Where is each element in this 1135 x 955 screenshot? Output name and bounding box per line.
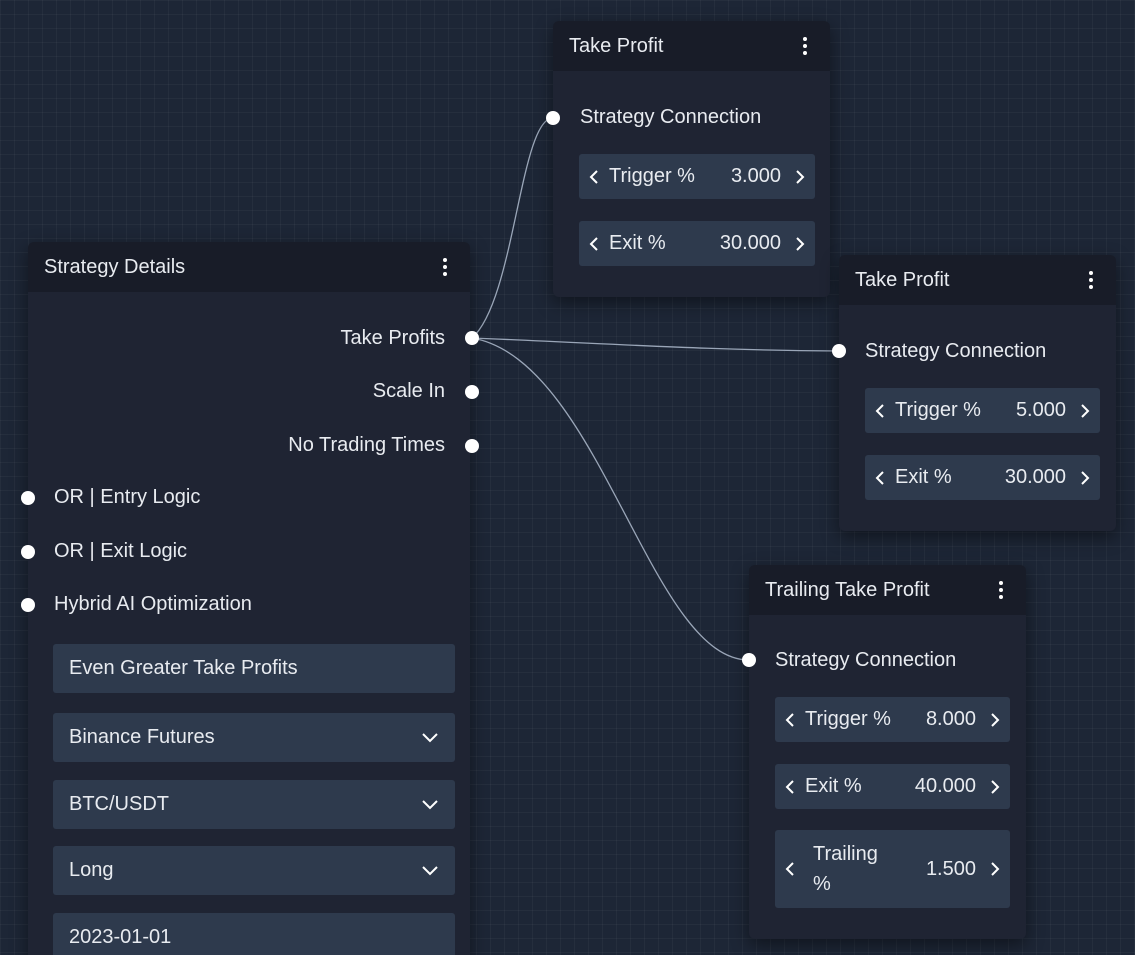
pair-value: BTC/USDT bbox=[69, 793, 169, 815]
start-date-input[interactable]: 2023-01-01 bbox=[53, 913, 455, 955]
input-exit-logic-label: OR | Exit Logic bbox=[54, 540, 188, 562]
direction-select[interactable]: Long bbox=[53, 846, 455, 895]
take-profit-2-exit-stepper[interactable]: Exit % 30.000 bbox=[865, 455, 1100, 500]
chevron-right-icon[interactable] bbox=[785, 154, 815, 199]
trigger-label: Trigger % bbox=[805, 708, 891, 730]
chevron-down-icon bbox=[422, 799, 438, 809]
trailing-label-line2: % bbox=[813, 873, 831, 895]
output-scale-in-label: Scale In bbox=[372, 380, 445, 402]
exit-value: 30.000 bbox=[719, 232, 781, 254]
pair-select[interactable]: BTC/USDT bbox=[53, 780, 455, 829]
trailing-take-profit-exit-stepper[interactable]: Exit % 40.000 bbox=[775, 764, 1010, 809]
trailing-take-profit-trigger-stepper[interactable]: Trigger % 8.000 bbox=[775, 697, 1010, 742]
kebab-menu-icon[interactable] bbox=[796, 35, 814, 57]
strategy-details-node[interactable]: Strategy Details bbox=[28, 242, 470, 955]
strategy-name-input[interactable]: Even Greater Take Profits bbox=[53, 644, 455, 693]
exit-label: Exit % bbox=[895, 466, 952, 488]
wire-take-profits-to-take-profit-1 bbox=[471, 117, 554, 339]
output-port-no-trading-times[interactable] bbox=[465, 439, 479, 453]
node-title: Strategy Details bbox=[44, 255, 186, 278]
trigger-value: 3.000 bbox=[730, 165, 781, 187]
output-port-scale-in[interactable] bbox=[465, 385, 479, 399]
trigger-value: 5.000 bbox=[1015, 399, 1066, 421]
node-title: Take Profit bbox=[855, 268, 950, 291]
chevron-down-icon bbox=[422, 732, 438, 742]
take-profit-2-input-port[interactable] bbox=[832, 344, 846, 358]
chevron-left-icon[interactable] bbox=[579, 221, 609, 266]
output-no-trading-times-label: No Trading Times bbox=[288, 434, 445, 456]
node-title: Trailing Take Profit bbox=[765, 578, 930, 601]
chevron-left-icon[interactable] bbox=[865, 455, 895, 500]
output-port-take-profits[interactable] bbox=[465, 331, 479, 345]
trailing-value: 1.500 bbox=[925, 857, 976, 880]
trailing-take-profit-input-port[interactable] bbox=[742, 653, 756, 667]
exit-value: 40.000 bbox=[914, 775, 976, 797]
node-title: Take Profit bbox=[569, 34, 664, 57]
chevron-left-icon[interactable] bbox=[775, 764, 805, 809]
take-profit-1-exit-stepper[interactable]: Exit % 30.000 bbox=[579, 221, 815, 266]
trailing-take-profit-connection-label: Strategy Connection bbox=[775, 649, 957, 671]
take-profit-2-header[interactable]: Take Profit bbox=[839, 255, 1116, 305]
kebab-menu-icon[interactable] bbox=[992, 579, 1010, 601]
input-port-exit-logic[interactable] bbox=[21, 545, 35, 559]
kebab-menu-icon[interactable] bbox=[436, 256, 454, 278]
take-profit-1-input-port[interactable] bbox=[546, 111, 560, 125]
start-date-value: 2023-01-01 bbox=[69, 926, 172, 948]
trigger-label: Trigger % bbox=[895, 399, 981, 421]
trigger-label: Trigger % bbox=[609, 165, 695, 187]
wire-take-profits-to-trailing-take-profit bbox=[471, 337, 750, 661]
exit-value: 30.000 bbox=[1004, 466, 1066, 488]
take-profit-1-header[interactable]: Take Profit bbox=[553, 21, 830, 71]
take-profit-2-trigger-stepper[interactable]: Trigger % 5.000 bbox=[865, 388, 1100, 433]
input-port-entry-logic[interactable] bbox=[21, 491, 35, 505]
take-profit-1-trigger-stepper[interactable]: Trigger % 3.000 bbox=[579, 154, 815, 199]
chevron-left-icon[interactable] bbox=[865, 388, 895, 433]
take-profit-1-connection-label: Strategy Connection bbox=[580, 106, 762, 128]
chevron-right-icon[interactable] bbox=[785, 221, 815, 266]
exchange-value: Binance Futures bbox=[69, 726, 215, 748]
chevron-left-icon[interactable] bbox=[775, 847, 805, 892]
chevron-right-icon[interactable] bbox=[1070, 388, 1100, 433]
output-take-profits-label: Take Profits bbox=[340, 327, 445, 349]
exit-label: Exit % bbox=[805, 775, 862, 797]
chevron-right-icon[interactable] bbox=[980, 847, 1010, 892]
chevron-down-icon bbox=[422, 865, 438, 875]
trailing-label-line1: Trailing bbox=[813, 843, 878, 865]
wire-take-profits-to-take-profit-2 bbox=[471, 337, 840, 352]
chevron-right-icon[interactable] bbox=[1070, 455, 1100, 500]
trailing-take-profit-trailing-stepper[interactable]: Trailing % 1.500 bbox=[775, 830, 1010, 908]
direction-value: Long bbox=[69, 859, 114, 881]
kebab-menu-icon[interactable] bbox=[1082, 269, 1100, 291]
trailing-take-profit-header[interactable]: Trailing Take Profit bbox=[749, 565, 1026, 615]
exit-label: Exit % bbox=[609, 232, 666, 254]
strategy-details-header[interactable]: Strategy Details bbox=[28, 242, 470, 292]
input-entry-logic-label: OR | Entry Logic bbox=[54, 486, 201, 508]
trailing-label: Trailing % bbox=[805, 839, 878, 899]
chevron-right-icon[interactable] bbox=[980, 764, 1010, 809]
input-port-hybrid-ai[interactable] bbox=[21, 598, 35, 612]
chevron-left-icon[interactable] bbox=[775, 697, 805, 742]
chevron-right-icon[interactable] bbox=[980, 697, 1010, 742]
trigger-value: 8.000 bbox=[925, 708, 976, 730]
chevron-left-icon[interactable] bbox=[579, 154, 609, 199]
strategy-name-value: Even Greater Take Profits bbox=[69, 657, 298, 679]
exchange-select[interactable]: Binance Futures bbox=[53, 713, 455, 762]
take-profit-2-connection-label: Strategy Connection bbox=[865, 340, 1047, 362]
input-hybrid-ai-label: Hybrid AI Optimization bbox=[54, 593, 252, 615]
